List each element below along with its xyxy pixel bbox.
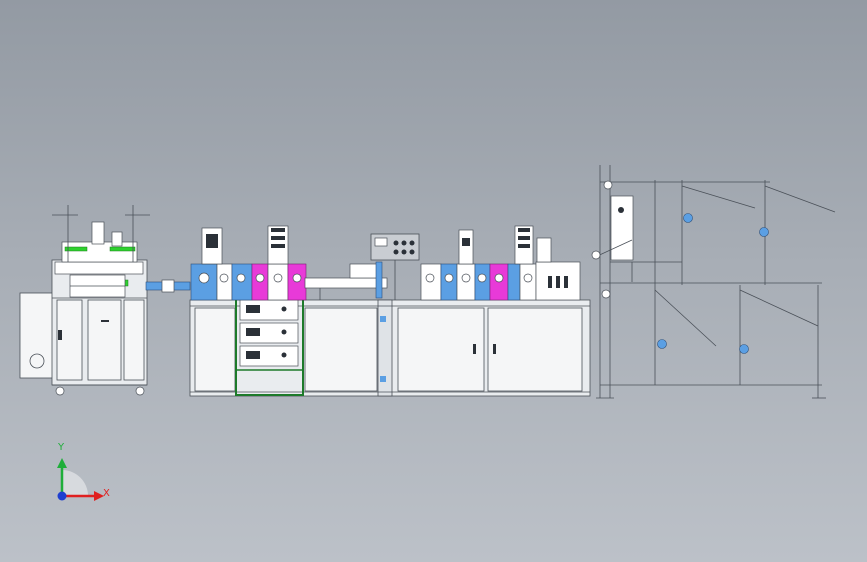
z-axis-dot bbox=[57, 491, 67, 501]
main-production-line bbox=[189, 225, 591, 397]
y-axis-label: Y bbox=[58, 442, 65, 453]
material-unwind-rack bbox=[591, 165, 836, 399]
left-ear-loop-unit bbox=[19, 205, 150, 396]
transfer-conveyor bbox=[145, 279, 191, 293]
axis-triad bbox=[57, 458, 104, 501]
x-axis-label: X bbox=[103, 488, 110, 499]
